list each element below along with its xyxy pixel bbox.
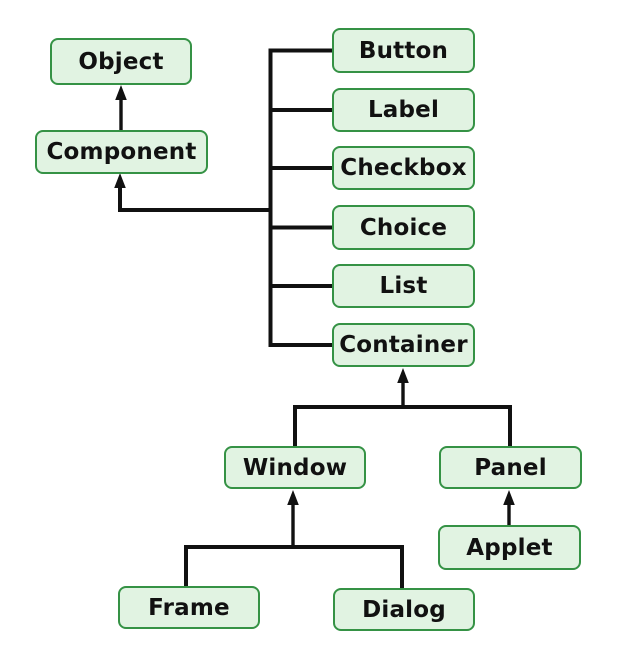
edge-applet-panel-arrowhead: [503, 490, 515, 505]
edge-to-container-arrowhead: [397, 368, 409, 383]
node-object: Object: [50, 38, 192, 85]
node-dialog: Dialog: [333, 588, 475, 631]
edge-to-window-arrowhead: [287, 490, 299, 505]
node-choice: Choice: [332, 205, 475, 250]
node-button: Button: [332, 28, 475, 73]
node-frame: Frame: [118, 586, 260, 629]
node-component: Component: [35, 130, 208, 174]
node-container: Container: [332, 323, 475, 367]
node-list: List: [332, 264, 475, 308]
node-panel: Panel: [439, 446, 582, 489]
node-window: Window: [224, 446, 366, 489]
edge-children-to-component-arrowhead: [114, 173, 126, 188]
node-checkbox: Checkbox: [332, 146, 475, 190]
edge-children-to-component-elbow: [118, 186, 272, 212]
edge-component-object-arrowhead: [115, 85, 127, 100]
node-label: Label: [332, 88, 475, 132]
node-applet: Applet: [438, 525, 581, 570]
